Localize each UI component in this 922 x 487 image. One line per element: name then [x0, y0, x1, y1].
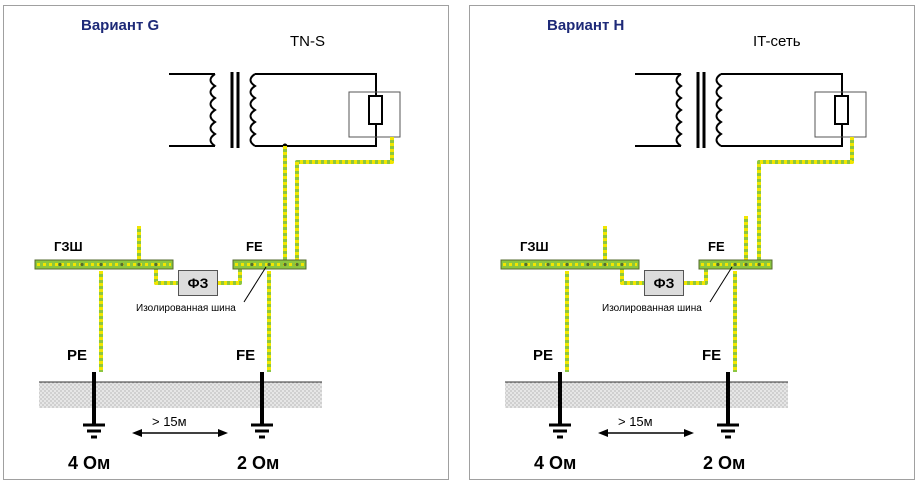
- fe-ground-label: FE: [702, 347, 722, 364]
- transformer: [169, 72, 377, 148]
- earth-electrodes: [549, 372, 739, 439]
- main-earthing-bus-label: ГЗШ: [54, 239, 83, 254]
- distance-arrow: [132, 429, 228, 437]
- distance-label: > 15м: [152, 414, 187, 429]
- diagram-variant-h: [500, 72, 867, 439]
- load-enclosure: [814, 91, 867, 138]
- pe-conductors: [99, 137, 394, 372]
- busbars: [500, 259, 773, 270]
- functional-earth-bus-label: FE: [708, 239, 725, 254]
- diagram-variant-g: [34, 72, 401, 439]
- panel-variant-h: Вариант H IT-сеть ГЗШ FE ФЗ Изолированна…: [469, 5, 915, 480]
- load-resistor: [368, 95, 383, 125]
- panel-variant-g: Вариант G TN-S ГЗШ FE ФЗ Изолированная ш…: [3, 5, 449, 480]
- insulated-bus-leader: [709, 266, 733, 303]
- pe-conductors: [565, 137, 854, 372]
- resistance-right: 2 Ом: [237, 453, 280, 473]
- resistance-left: 4 Ом: [68, 453, 111, 473]
- load-resistor: [834, 95, 849, 125]
- fe-ground-label: FE: [236, 347, 256, 364]
- resistance-right: 2 Ом: [703, 453, 746, 473]
- functional-earth-bus-label: FE: [246, 239, 263, 254]
- main-earthing-bus-label: ГЗШ: [520, 239, 549, 254]
- resistance-left: 4 Ом: [534, 453, 577, 473]
- protective-device-box: ФЗ: [644, 270, 684, 296]
- network-type-label: IT-сеть: [753, 33, 801, 50]
- distance-arrow: [598, 429, 694, 437]
- pe-ground-label: PE: [67, 347, 88, 364]
- earth-electrodes: [83, 372, 273, 439]
- insulated-bus-label: Изолированная шина: [602, 303, 702, 314]
- busbars: [34, 259, 307, 270]
- variant-title: Вариант H: [547, 17, 625, 34]
- transformer: [635, 72, 843, 148]
- variant-title: Вариант G: [81, 17, 160, 34]
- load-enclosure: [348, 91, 401, 138]
- network-type-label: TN-S: [290, 33, 325, 50]
- ground-layer: [39, 382, 322, 408]
- distance-label: > 15м: [618, 414, 653, 429]
- insulated-bus-leader: [243, 266, 267, 303]
- insulated-bus-label: Изолированная шина: [136, 303, 236, 314]
- pe-ground-label: PE: [533, 347, 554, 364]
- protective-device-box: ФЗ: [178, 270, 218, 296]
- ground-layer: [505, 382, 788, 408]
